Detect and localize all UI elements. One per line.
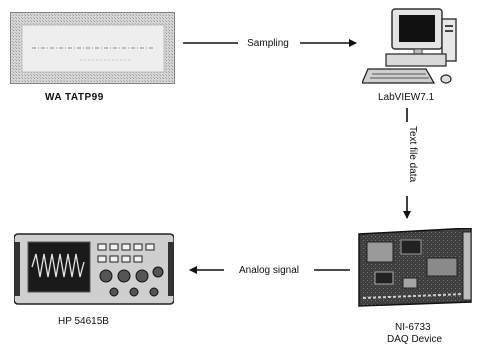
analog-signal-label: Analog signal bbox=[239, 265, 299, 276]
oscilloscope-label: HP 54615B bbox=[58, 316, 109, 327]
source-label: WA TATP99 bbox=[45, 92, 104, 103]
daq-label-model: NI-6733 bbox=[395, 322, 431, 333]
sampling-label: Sampling bbox=[247, 38, 289, 49]
computer-label: LabVIEW7.1 bbox=[378, 92, 435, 103]
daq-label-device: DAQ Device bbox=[387, 334, 443, 345]
oscilloscope-icon bbox=[14, 232, 174, 307]
computer-icon bbox=[362, 5, 462, 90]
source-panel-graphic bbox=[10, 12, 175, 84]
daq-board-icon bbox=[355, 228, 475, 308]
text-file-data-label: Text file data bbox=[407, 126, 418, 183]
source-panel bbox=[10, 12, 175, 84]
